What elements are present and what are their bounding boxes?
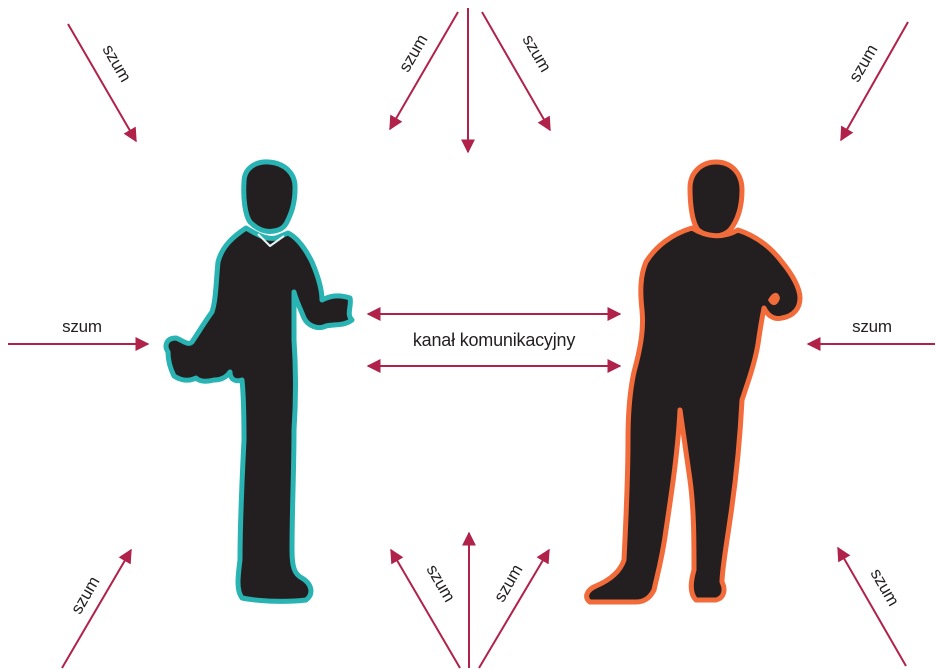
noise-arrow-top-right: [841, 22, 908, 140]
noise-label-bottom-left: szum: [67, 573, 103, 617]
receiver-silhouette-icon: [587, 162, 800, 602]
noise-arrow-top-left: [68, 24, 136, 141]
noise-label-bottom-right: szum: [867, 565, 903, 609]
noise-labels: szum szum szum szum szum szum szum szum …: [62, 31, 903, 617]
noise-label-bottom-center-left: szum: [423, 561, 459, 605]
noise-label-left: szum: [62, 317, 102, 336]
noise-label-top-center-right: szum: [519, 31, 555, 75]
noise-label-right: szum: [852, 317, 892, 336]
noise-arrow-bottom-center-left: [391, 550, 460, 668]
noise-arrow-bottom-right: [838, 548, 906, 666]
channel-label: kanał komunikacyjny: [413, 330, 575, 350]
sender-silhouette-icon: [166, 162, 352, 601]
noise-arrow-top-center-left: [390, 12, 458, 129]
noise-label-top-left: szum: [99, 41, 135, 85]
